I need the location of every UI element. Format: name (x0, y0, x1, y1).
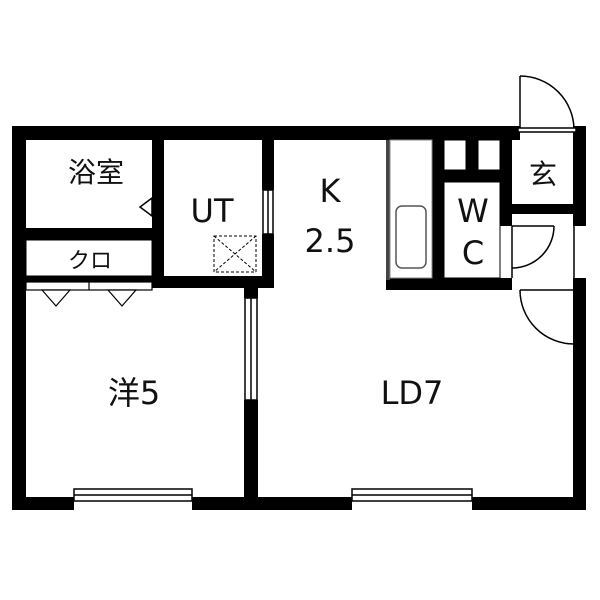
wall-entrance-bottom (512, 204, 574, 214)
closet-door-marker-left (40, 289, 72, 307)
wall-kitchen-counter-edge (386, 140, 390, 280)
closet-door-marker-right (106, 289, 138, 307)
storage-box-b (477, 139, 501, 171)
door-wc-arc (511, 225, 555, 269)
wall-wc-left (432, 140, 444, 290)
wall-bottom-b (192, 497, 352, 510)
wall-wc-top (432, 170, 512, 182)
wall-right-lower (573, 278, 586, 510)
wall-top (12, 126, 520, 140)
closet (25, 239, 153, 307)
wall-bath-ut (152, 140, 164, 288)
washer-pan-x2 (213, 235, 257, 273)
room-labels: 浴室 UT K 2.5 W C 玄 クロ 洋5 LD7 (68, 156, 557, 412)
label-wc-top: W (457, 192, 489, 230)
door-entrance-arc (519, 75, 575, 131)
kitchen-sink (395, 205, 427, 269)
wall-bottom-c (472, 497, 586, 510)
fixtures (213, 139, 501, 279)
windows (73, 488, 473, 502)
wall-western-ld-lower (244, 400, 258, 510)
sliding-doors (244, 189, 274, 401)
label-kitchen-name: K (320, 172, 342, 210)
wall-bath-bottom (26, 228, 164, 240)
washer-pan (213, 235, 257, 273)
storage-box-a (443, 139, 467, 171)
label-closet: クロ (68, 249, 112, 274)
wall-storage-post-a (466, 140, 478, 170)
wall-left (12, 126, 26, 510)
wall-ut-k-upper (262, 140, 274, 190)
label-living-dining: LD7 (381, 374, 444, 412)
outer-walls (12, 126, 586, 510)
closet-box (25, 239, 153, 277)
wall-western-ld-top (244, 288, 258, 298)
label-kitchen-size: 2.5 (305, 222, 356, 260)
wall-kitchen-bottom (386, 278, 512, 290)
wall-ut-bottom (152, 276, 274, 288)
label-wc-bottom: C (462, 234, 484, 272)
wc-room (443, 181, 501, 279)
door-right-arc (519, 289, 575, 345)
label-western: 洋5 (108, 374, 160, 412)
door-entrance-threshold (517, 127, 577, 133)
swing-doors (138, 75, 577, 345)
label-utility: UT (191, 192, 234, 230)
wall-ut-k-lower (262, 234, 274, 288)
wall-right-upper (573, 126, 586, 226)
wall-entrance-post (512, 126, 520, 140)
wall-bottom-a (12, 497, 74, 510)
label-entrance: 玄 (529, 158, 557, 191)
door-bath-marker (138, 196, 153, 218)
wall-wc-right-upper (500, 140, 512, 226)
label-bath: 浴室 (68, 156, 124, 189)
